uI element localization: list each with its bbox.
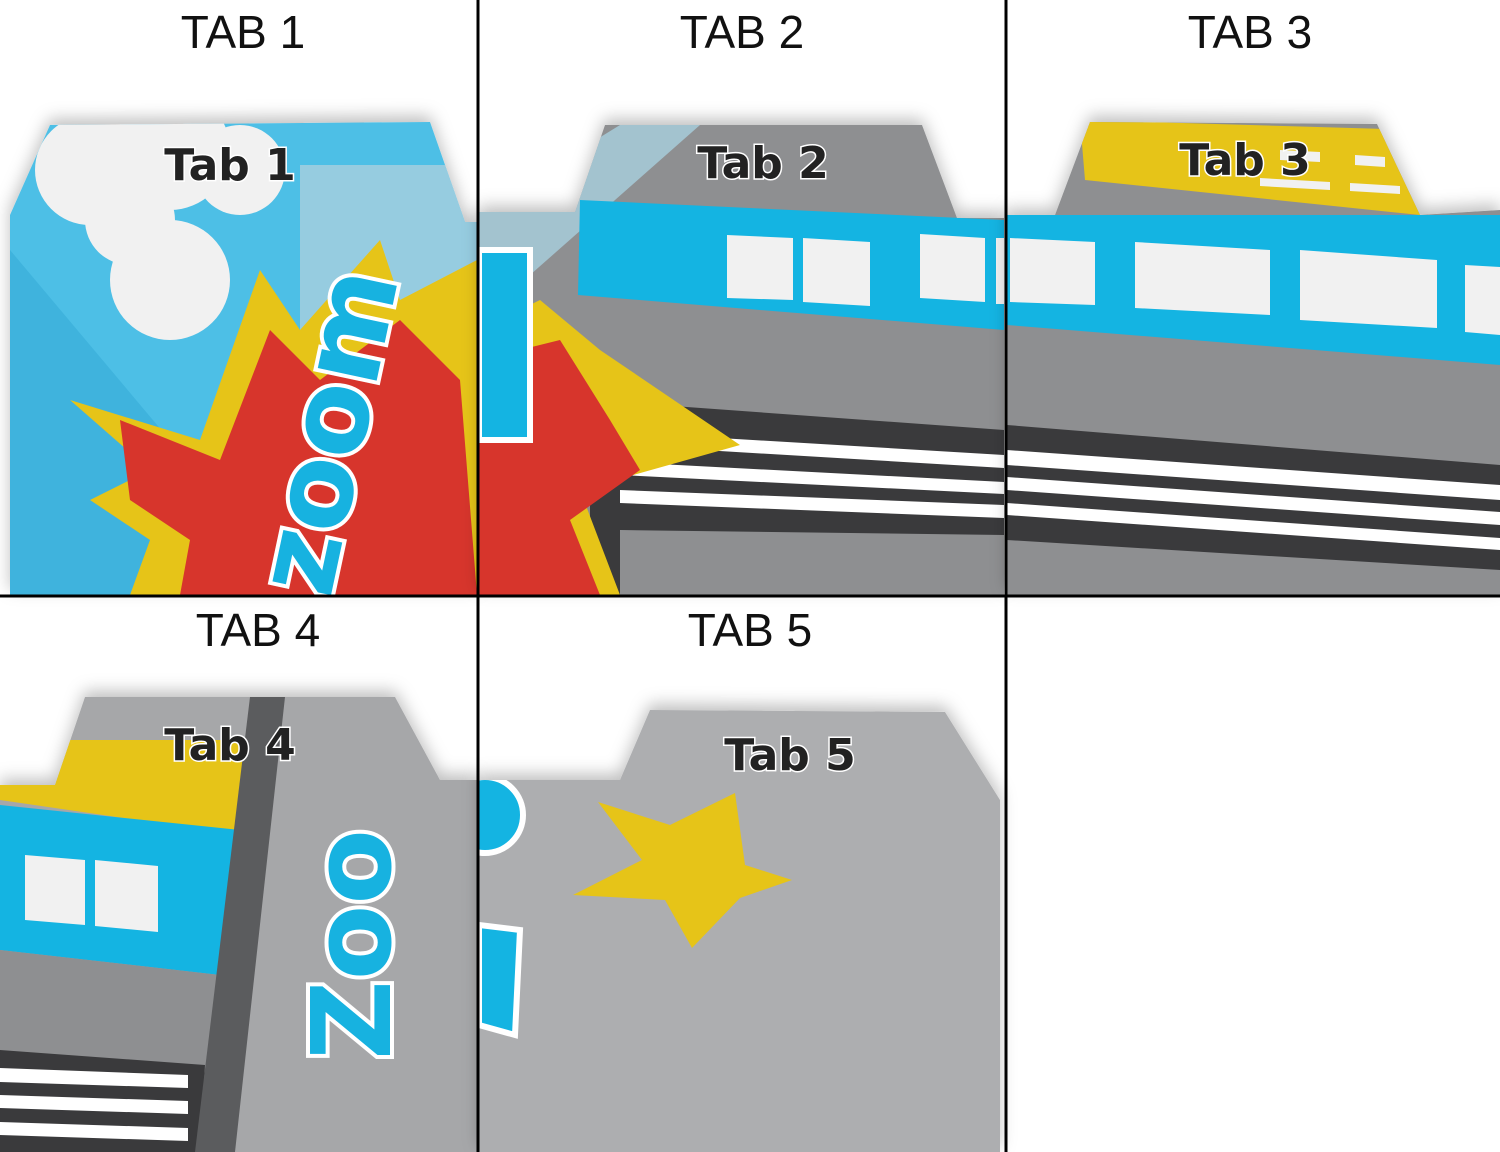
building-windows xyxy=(1010,238,1500,335)
tab-2-label: Tab 2 xyxy=(697,138,828,189)
tab-panel-1: zoom Tab 1 xyxy=(10,122,477,595)
zoom-artwork-text: Zoo xyxy=(288,829,416,1060)
tab-panel-5: Tab 5 xyxy=(479,710,1000,1152)
cloud-shape xyxy=(35,122,285,340)
panel-4-header: TAB 4 xyxy=(196,604,320,656)
tab-panel-3: Tab 3 xyxy=(1007,122,1500,595)
tab-panel-4: Zoo Tab 4 xyxy=(0,697,477,1152)
tab-4-label: Tab 4 xyxy=(164,720,295,771)
tab-1-label: Tab 1 xyxy=(164,140,295,191)
building-windows xyxy=(727,234,1004,306)
tab-3-label: Tab 3 xyxy=(1179,135,1310,186)
tab-5-label: Tab 5 xyxy=(724,730,855,781)
building-windows xyxy=(25,855,158,932)
star-shape xyxy=(573,793,792,948)
panel-5-header: TAB 5 xyxy=(688,604,812,656)
panel-3-header: TAB 3 xyxy=(1188,6,1312,58)
tab-panel-2: Tab 2 xyxy=(479,125,1004,595)
panel-1-header: TAB 1 xyxy=(181,6,305,58)
panel-2-header: TAB 2 xyxy=(680,6,804,58)
